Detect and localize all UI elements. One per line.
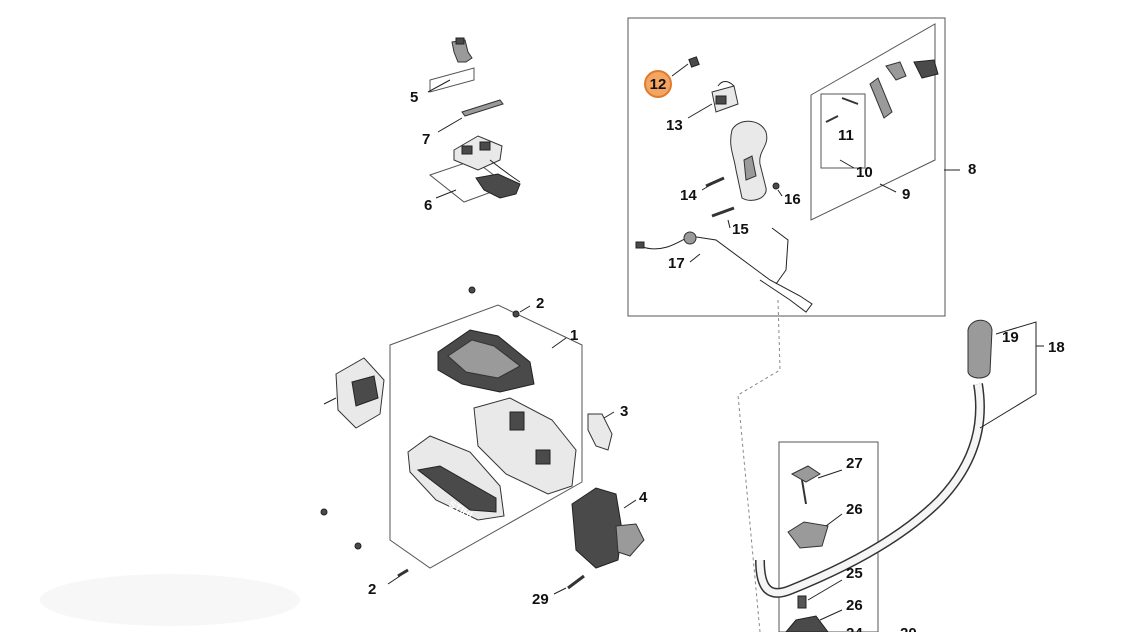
callout-16[interactable]: 16 xyxy=(784,191,801,208)
callout-2-bottom[interactable]: 2 xyxy=(368,581,376,598)
control-lever-group-frame xyxy=(810,23,936,221)
screw-part-14[interactable] xyxy=(705,176,725,188)
screw-part-15[interactable] xyxy=(711,206,735,218)
callout-18[interactable]: 18 xyxy=(1048,339,1065,356)
screw-part-29[interactable] xyxy=(567,574,585,590)
callout-6[interactable]: 6 xyxy=(424,197,432,214)
callout-15[interactable]: 15 xyxy=(732,221,749,238)
leader-lines xyxy=(323,63,1044,621)
callout-4[interactable]: 4 xyxy=(639,489,648,506)
callout-3[interactable]: 3 xyxy=(620,403,628,420)
screw-part-2-top[interactable] xyxy=(512,310,520,318)
spring-part-25[interactable] xyxy=(797,595,807,609)
control-handle-part[interactable] xyxy=(730,120,768,201)
handlebar-pipe-part-18[interactable] xyxy=(755,383,985,598)
clamp-upper-part-26[interactable] xyxy=(787,521,829,549)
handle-assembly-frame xyxy=(627,17,946,317)
callout-labels: 1 2 2 3 4 5 6 7 8 9 10 11 12 13 14 15 16… xyxy=(368,70,1065,632)
callout-12-highlighted[interactable]: 12 xyxy=(644,70,672,98)
motor-flange-part-4[interactable] xyxy=(571,487,645,569)
screw-part-2-bottom[interactable] xyxy=(397,568,409,578)
gasket-part-3[interactable] xyxy=(587,413,613,451)
callout-19[interactable]: 19 xyxy=(1002,329,1019,346)
clamp-screw-part-27[interactable] xyxy=(790,465,821,505)
callout-1[interactable]: 1 xyxy=(570,327,578,344)
callout-26-upper[interactable]: 26 xyxy=(846,501,863,518)
clamp-lower-part-26[interactable] xyxy=(785,615,829,632)
housing-lower-part[interactable]: STIHL xyxy=(407,435,505,523)
electronic-module-part[interactable] xyxy=(453,135,521,199)
callout-2-top[interactable]: 2 xyxy=(536,295,544,312)
callout-12[interactable]: 12 xyxy=(650,76,667,93)
lever-subgroup-frame xyxy=(820,93,866,169)
callout-5[interactable]: 5 xyxy=(410,89,418,106)
callout-26-lower[interactable]: 26 xyxy=(846,597,863,614)
callout-8[interactable]: 8 xyxy=(968,161,976,178)
callout-13[interactable]: 13 xyxy=(666,117,683,134)
callout-20-partial[interactable]: 20 xyxy=(900,625,917,632)
switch-kit-frame-5 xyxy=(429,67,475,93)
pin-part-12[interactable] xyxy=(688,56,700,68)
grip-part-19[interactable] xyxy=(967,319,993,379)
callout-24-partial[interactable]: 24 xyxy=(846,625,863,632)
screw-top-loose[interactable] xyxy=(468,286,476,294)
callout-11[interactable]: 11 xyxy=(838,127,854,144)
housing-shell-part-1[interactable] xyxy=(437,329,535,393)
housing-carrier-part[interactable] xyxy=(473,397,577,495)
switch-part[interactable] xyxy=(451,37,473,63)
callout-29[interactable]: 29 xyxy=(532,591,549,608)
switch-block-part-13[interactable] xyxy=(711,81,739,113)
highlight-ring xyxy=(644,70,672,98)
callout-10[interactable]: 10 xyxy=(856,164,873,181)
lever-set-part-10[interactable] xyxy=(825,59,939,123)
faded-watermark xyxy=(40,574,300,626)
screw-left-2[interactable] xyxy=(354,542,362,550)
callout-9[interactable]: 9 xyxy=(902,186,910,203)
callout-27[interactable]: 27 xyxy=(846,455,863,472)
housing-group-frame xyxy=(389,304,583,569)
screw-left-1[interactable] xyxy=(320,508,328,516)
clamp-kit-frame xyxy=(778,441,879,632)
callout-25[interactable]: 25 xyxy=(846,565,863,582)
callout-17[interactable]: 17 xyxy=(668,255,685,272)
side-cover-part[interactable] xyxy=(335,357,385,429)
cable-harness-part-17[interactable] xyxy=(635,227,813,313)
contact-strip-part[interactable] xyxy=(461,99,504,117)
callout-14[interactable]: 14 xyxy=(680,187,697,204)
nut-part-16[interactable] xyxy=(772,182,780,190)
callout-7[interactable]: 7 xyxy=(422,131,430,148)
